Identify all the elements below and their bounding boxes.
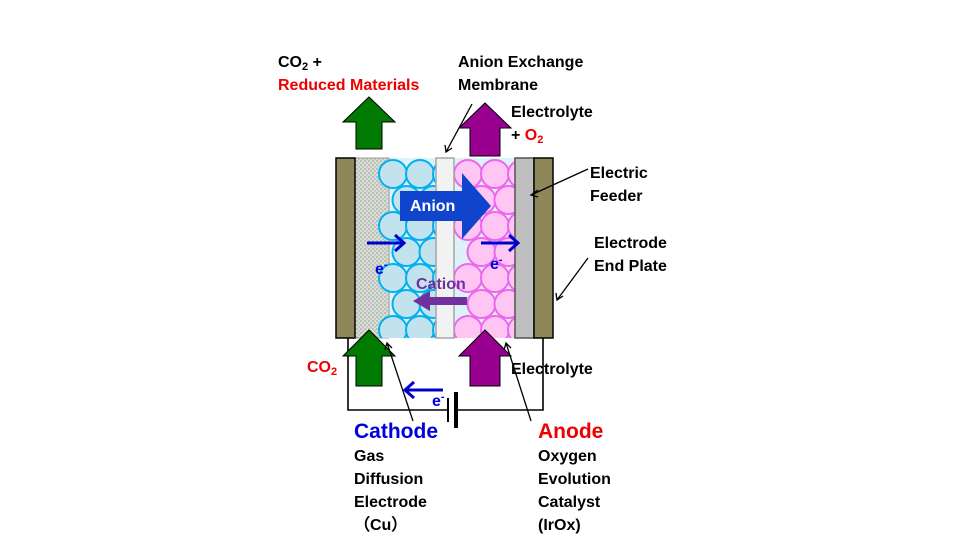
electric-feeder	[514, 157, 535, 339]
circuit-wire	[347, 338, 544, 411]
feeder-leader	[530, 168, 589, 196]
catalyst-particle	[493, 185, 516, 215]
cathode-leader-head	[384, 341, 393, 351]
anode-leader-head	[503, 341, 512, 351]
catalyst-particle	[507, 212, 516, 240]
anion-arrow	[400, 173, 491, 239]
cation-label: Cation	[416, 276, 466, 293]
electrolyte-inlet-label: Electrolyte	[511, 361, 593, 378]
catalyst-particle	[507, 160, 516, 188]
catalyst-particle	[507, 316, 516, 338]
catalyst-particle	[493, 237, 516, 267]
feeder-leader-head	[529, 189, 539, 198]
electrolyte-outlet-arrow	[457, 102, 513, 157]
end-plate-leader-head	[555, 292, 564, 302]
anode-leader	[505, 342, 532, 422]
anion-label: Anion	[410, 198, 456, 215]
gas-diffusion-layer	[354, 157, 390, 339]
reduced-materials-label: Reduced Materials	[278, 77, 420, 94]
cathode-description: Cathode Gas Diffusion Electrode （Cu）	[354, 420, 438, 534]
anode-electron-arrow	[481, 233, 521, 253]
anode-electron-label: e-	[490, 254, 503, 274]
co2-inlet-arrow	[341, 329, 397, 387]
cathode-electron-arrow	[367, 233, 407, 253]
catalyst-particle	[507, 264, 516, 292]
electrolyte-o2-label: Electrolyte+ O2	[511, 104, 593, 146]
circuit-electron-arrow	[402, 380, 443, 400]
cathode-title: Cathode	[354, 420, 438, 443]
catalyst-particle	[405, 315, 435, 338]
catalyst-particle	[493, 289, 516, 319]
circuit-electron-label: e-	[432, 391, 445, 411]
anode-description: Anode Oxygen Evolution Catalyst (IrOx)	[538, 420, 611, 534]
product-label: CO2 + Reduced Materials	[278, 54, 420, 94]
cation-arrow	[413, 291, 467, 311]
cathode-electron-label: e-	[375, 259, 388, 279]
membrane-leader	[445, 103, 473, 153]
end-plate-leader	[556, 257, 589, 301]
membrane-leader-head	[444, 144, 453, 154]
cathode-end-plate	[335, 157, 356, 339]
anode-end-plate	[533, 157, 554, 339]
co2-inlet-label: CO2	[307, 359, 338, 378]
catalyst-particle	[378, 315, 408, 338]
catalyst-particle	[480, 159, 510, 189]
anion-exchange-membrane	[435, 157, 455, 339]
cathode-leader	[386, 342, 414, 422]
catalyst-particle	[480, 211, 510, 241]
catalyst-particle	[418, 237, 436, 267]
anode-title: Anode	[538, 420, 604, 443]
catalyst-particle	[466, 289, 497, 319]
catalyst-particle	[378, 159, 408, 189]
co2-product-outlet-arrow	[341, 96, 397, 150]
catalyst-particle	[405, 159, 435, 189]
electrolyte-inlet-arrow	[457, 329, 513, 387]
